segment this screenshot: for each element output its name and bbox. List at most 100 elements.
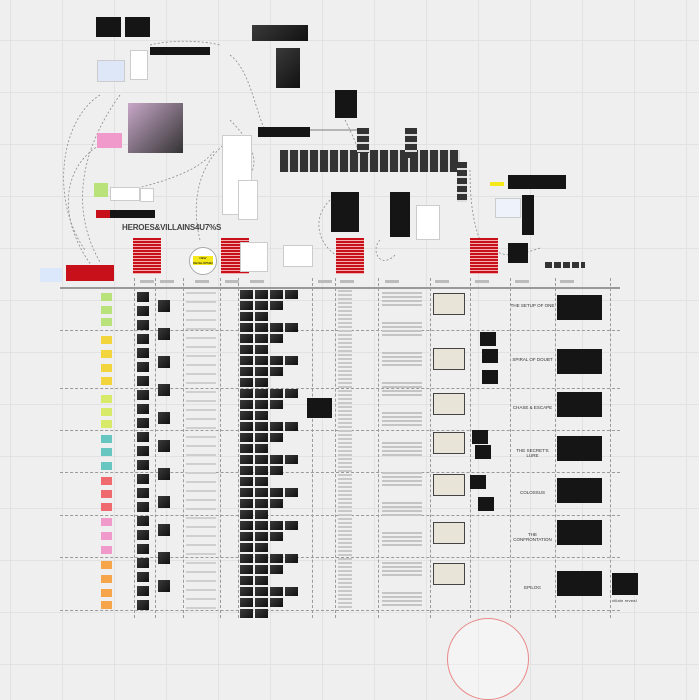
image-thumbnail[interactable] xyxy=(158,300,170,312)
text-note[interactable] xyxy=(338,534,352,536)
text-note[interactable] xyxy=(186,427,216,429)
text-note[interactable] xyxy=(186,391,216,393)
text-note[interactable] xyxy=(338,502,352,504)
table-row-divider[interactable] xyxy=(60,610,620,611)
text-note[interactable] xyxy=(338,558,352,560)
sketch-image[interactable] xyxy=(433,432,465,454)
text-note[interactable] xyxy=(382,506,422,508)
image-thumbnail[interactable] xyxy=(255,312,268,321)
image-thumbnail[interactable] xyxy=(158,468,170,480)
table-column-divider[interactable] xyxy=(510,278,511,618)
image-strip[interactable] xyxy=(258,127,310,137)
text-note[interactable] xyxy=(338,386,352,388)
image-thumbnail[interactable] xyxy=(270,598,283,607)
sticky-note[interactable] xyxy=(101,306,112,314)
image-thumbnail[interactable] xyxy=(480,332,496,346)
image-thumbnail[interactable] xyxy=(270,334,283,343)
text-note[interactable] xyxy=(338,438,352,440)
image-thumbnail[interactable] xyxy=(240,477,253,486)
image-thumbnail[interactable] xyxy=(158,412,170,424)
image-thumbnail[interactable] xyxy=(137,600,149,610)
text-note[interactable] xyxy=(186,346,216,348)
text-note[interactable] xyxy=(186,481,216,483)
storyboard-strip[interactable] xyxy=(280,150,460,172)
text-note[interactable] xyxy=(338,526,352,528)
film-still[interactable] xyxy=(557,295,602,320)
image-thumbnail[interactable] xyxy=(270,532,283,541)
text-note[interactable] xyxy=(382,300,422,302)
text-note[interactable] xyxy=(186,472,216,474)
table-row-divider[interactable] xyxy=(60,557,620,558)
film-still[interactable] xyxy=(612,573,638,595)
image-thumbnail[interactable] xyxy=(240,301,253,310)
text-note[interactable] xyxy=(382,334,422,336)
note-card[interactable] xyxy=(495,198,521,218)
text-note[interactable] xyxy=(382,360,422,362)
image-thumbnail[interactable] xyxy=(270,323,283,332)
image-thumbnail[interactable] xyxy=(158,440,170,452)
image-thumbnail[interactable] xyxy=(255,400,268,409)
text-note[interactable] xyxy=(382,450,422,452)
image-thumbnail[interactable] xyxy=(255,587,268,596)
text-note[interactable] xyxy=(338,374,352,376)
image-thumbnail[interactable] xyxy=(285,488,298,497)
red-label[interactable] xyxy=(96,210,110,218)
image-thumbnail[interactable] xyxy=(96,17,121,37)
text-note[interactable] xyxy=(338,446,352,448)
image-thumbnail[interactable] xyxy=(137,334,149,344)
sticky-note[interactable] xyxy=(101,503,112,511)
image-thumbnail[interactable] xyxy=(240,455,253,464)
text-note[interactable] xyxy=(382,326,422,328)
table-header-line[interactable] xyxy=(60,287,620,289)
image-thumbnail[interactable] xyxy=(270,466,283,475)
text-note[interactable] xyxy=(338,514,352,516)
text-note[interactable] xyxy=(186,535,216,537)
text-note[interactable] xyxy=(186,463,216,465)
sticky-note[interactable] xyxy=(101,318,112,326)
sketch-image[interactable] xyxy=(433,393,465,415)
image-strip[interactable] xyxy=(150,47,210,55)
text-note[interactable] xyxy=(338,442,352,444)
image-thumbnail[interactable] xyxy=(270,433,283,442)
image-thumbnail[interactable] xyxy=(508,243,528,263)
image-grid[interactable] xyxy=(522,195,534,235)
blue-note[interactable] xyxy=(40,268,62,282)
image-thumbnail[interactable] xyxy=(240,433,253,442)
text-note[interactable] xyxy=(382,416,422,418)
sticky-note[interactable] xyxy=(101,364,112,372)
sketch-image[interactable] xyxy=(433,348,465,370)
text-note[interactable] xyxy=(382,604,422,606)
image-thumbnail[interactable] xyxy=(255,466,268,475)
image-thumbnail[interactable] xyxy=(137,432,149,442)
text-note[interactable] xyxy=(338,334,352,336)
sticky-note[interactable] xyxy=(101,546,112,554)
image-thumbnail[interactable] xyxy=(158,384,170,396)
green-sticky[interactable] xyxy=(94,183,108,197)
column-header[interactable] xyxy=(318,280,332,283)
image-thumbnail[interactable] xyxy=(240,323,253,332)
text-note[interactable] xyxy=(186,409,216,411)
text-note[interactable] xyxy=(338,338,352,340)
text-note[interactable] xyxy=(338,542,352,544)
image-thumbnail[interactable] xyxy=(137,558,149,568)
image-thumbnail[interactable] xyxy=(270,301,283,310)
table-column-divider[interactable] xyxy=(183,278,184,618)
image-thumbnail[interactable] xyxy=(240,466,253,475)
text-card[interactable] xyxy=(222,135,252,215)
image-thumbnail[interactable] xyxy=(270,499,283,508)
image-thumbnail[interactable] xyxy=(475,445,491,459)
text-note[interactable] xyxy=(186,490,216,492)
text-note[interactable] xyxy=(338,394,352,396)
text-note[interactable] xyxy=(186,301,216,303)
film-still[interactable] xyxy=(557,571,602,596)
text-note[interactable] xyxy=(338,482,352,484)
text-note[interactable] xyxy=(338,418,352,420)
image-thumbnail[interactable] xyxy=(255,378,268,387)
focus-circle[interactable] xyxy=(447,618,529,700)
text-note[interactable] xyxy=(186,553,216,555)
sticky-note[interactable] xyxy=(101,395,112,403)
image-thumbnail[interactable] xyxy=(158,524,170,536)
image-thumbnail[interactable] xyxy=(137,418,149,428)
text-note[interactable] xyxy=(186,562,216,564)
image-thumbnail[interactable] xyxy=(240,290,253,299)
